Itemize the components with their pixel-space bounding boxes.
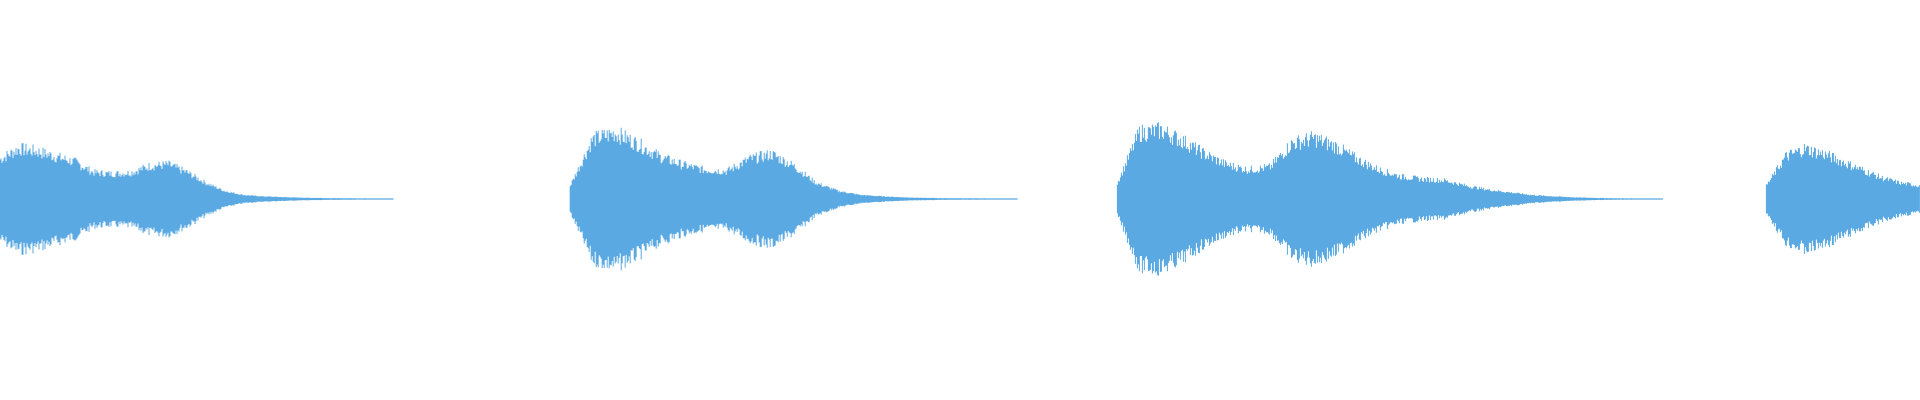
waveform-clip-1 [0,143,394,255]
waveform-clip-2 [569,127,1018,271]
waveform-clip-3 [1116,122,1663,276]
waveform-samples [1116,122,1663,276]
waveform-clip-4 [1765,144,1920,254]
waveform-samples [0,143,394,255]
waveform-samples [569,127,1018,271]
waveform-samples [1765,144,1920,254]
